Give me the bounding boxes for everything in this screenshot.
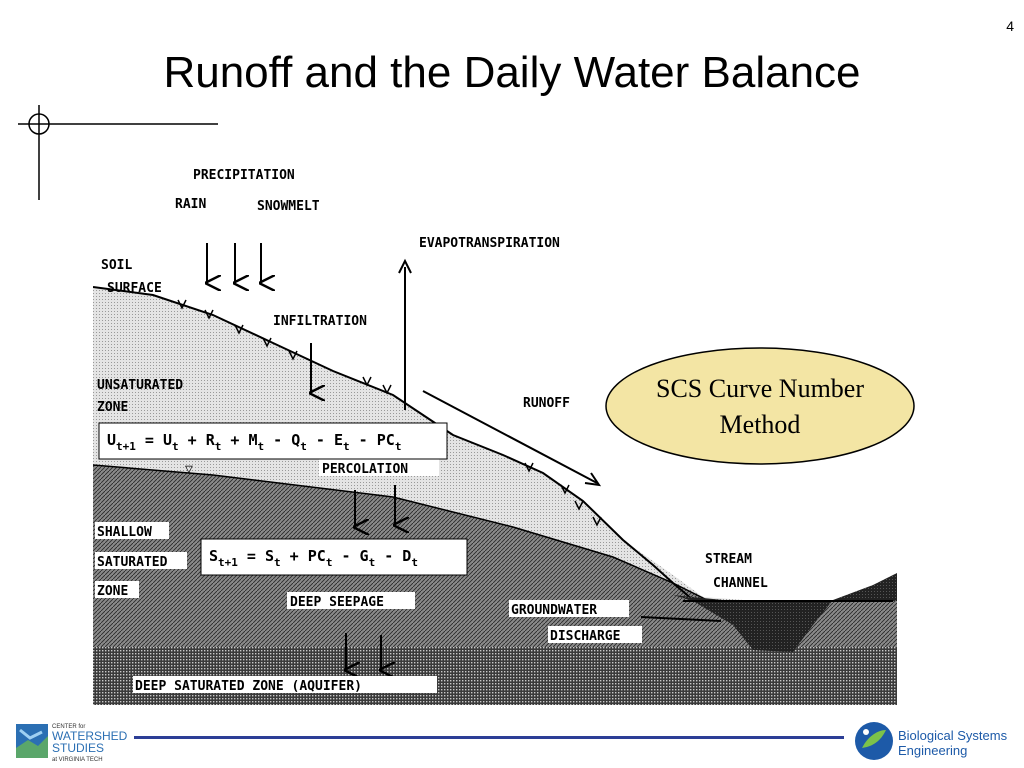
svg-text:Biological Systems: Biological Systems bbox=[898, 728, 1008, 743]
groundwater-label: GROUNDWATER bbox=[511, 603, 597, 618]
precipitation-label: PRECIPITATION bbox=[193, 168, 295, 183]
callout-line-2: Method bbox=[720, 410, 801, 439]
scs-curve-number-callout: SCS Curve Number Method bbox=[603, 345, 917, 467]
percolation-label: PERCOLATION bbox=[322, 462, 408, 477]
svg-text:STUDIES: STUDIES bbox=[52, 741, 104, 755]
water-table-symbol: ▽ bbox=[185, 462, 193, 477]
saturated-label: SATURATED bbox=[97, 555, 168, 570]
svg-text:Engineering: Engineering bbox=[898, 743, 967, 758]
runoff-label: RUNOFF bbox=[523, 396, 570, 411]
channel-label: CHANNEL bbox=[713, 576, 768, 591]
unsaturated-zone-label: ZONE bbox=[97, 400, 128, 415]
rain-label: RAIN bbox=[175, 197, 206, 212]
deep-seepage-label: DEEP SEEPAGE bbox=[290, 595, 384, 610]
infiltration-label: INFILTRATION bbox=[273, 314, 367, 329]
footer-divider bbox=[134, 736, 844, 739]
snowmelt-label: SNOWMELT bbox=[257, 199, 320, 214]
callout-line-1: SCS Curve Number bbox=[656, 374, 864, 403]
shallow-zone-label: ZONE bbox=[97, 584, 128, 599]
deep-saturated-zone-label: DEEP SATURATED ZONE (AQUIFER) bbox=[135, 679, 362, 694]
slide-number: 4 bbox=[1006, 18, 1014, 34]
unsaturated-label: UNSATURATED bbox=[97, 378, 183, 393]
surface-label: SURFACE bbox=[107, 281, 162, 296]
discharge-label: DISCHARGE bbox=[550, 629, 620, 644]
soil-label: SOIL bbox=[101, 258, 132, 273]
svg-text:at VIRGINIA TECH: at VIRGINIA TECH bbox=[52, 757, 103, 763]
watershed-studies-logo: CENTER for WATERSHED STUDIES at VIRGINIA… bbox=[16, 718, 156, 764]
evapotranspiration-label: EVAPOTRANSPIRATION bbox=[419, 236, 560, 251]
shallow-label: SHALLOW bbox=[97, 525, 152, 540]
stream-label: STREAM bbox=[705, 552, 752, 567]
biological-systems-engineering-logo: Biological Systems Engineering bbox=[852, 718, 1022, 764]
